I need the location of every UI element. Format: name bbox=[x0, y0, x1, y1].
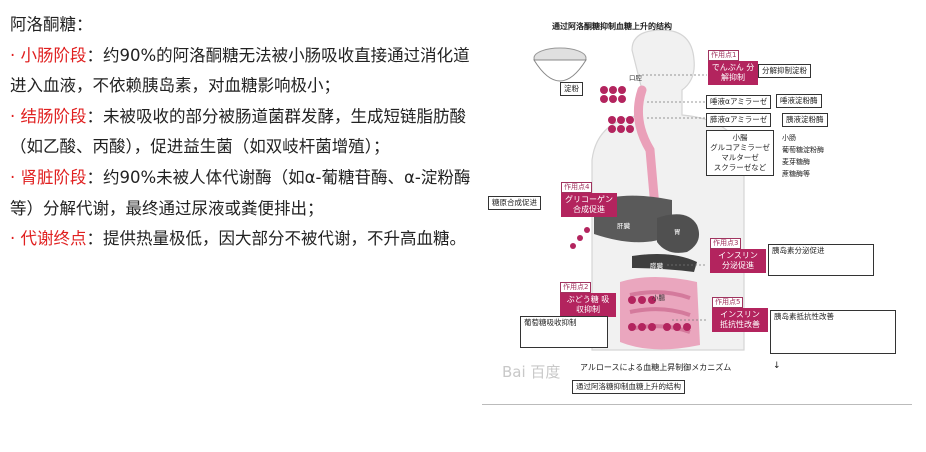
section-label: 代谢终点 bbox=[20, 229, 87, 249]
mechanism-figure: 通过阿洛酮糖抑制血糖上升的结构 口腔 肝臓 胃 膵臓 小腸 淀粉 作用点1 でん… bbox=[482, 20, 912, 405]
si-cn-0: 小肠 bbox=[782, 134, 796, 142]
section-label: 小肠阶段 bbox=[20, 45, 87, 65]
si-cn-3: 蔗糖酶等 bbox=[782, 170, 810, 178]
action-note-3: 胰岛素分泌促进 bbox=[768, 244, 874, 276]
body-outline bbox=[591, 29, 745, 351]
figure-title: 通过阿洛酮糖抑制血糖上升的结构 bbox=[552, 22, 672, 31]
action-note-2: 葡萄糖吸收抑制 bbox=[520, 316, 608, 348]
section-bullet: · bbox=[10, 167, 21, 187]
enzyme-cn-1: 唾液淀粉酶 bbox=[776, 94, 822, 108]
section-label: 结肠阶段 bbox=[20, 106, 87, 126]
section-kidney: · 肾脏阶段：约90%未被人体代谢酶（如α-葡糖苷酶、α-淀粉酶等）分解代谢，最… bbox=[10, 163, 472, 224]
small-intestine-enzymes-jp: 小腸 グルコアミラーゼ マルターゼ スクラーゼなど bbox=[706, 130, 774, 176]
action-note-1: 分解抑制淀粉 bbox=[758, 64, 811, 78]
enzyme-cn-2: 胰液淀粉酶 bbox=[782, 113, 828, 127]
starch-note: 淀粉 bbox=[560, 82, 583, 96]
section-text: ：未被吸收的部分被肠道菌群发酵，生成短链脂肪酸（如乙酸、丙酸），促进益生菌（如双… bbox=[10, 106, 466, 157]
section-endpoint: · 代谢终点：提供热量极低，因大部分不被代谢，不升高血糖。 bbox=[10, 224, 472, 255]
caption-jp: アルロースによる血糖上昇制御メカニズム bbox=[580, 363, 732, 372]
cursor-mark: ↓ bbox=[773, 361, 781, 371]
section-text: ：约90%未被人体代谢酶（如α-葡糖苷酶、α-淀粉酶等）分解代谢，最终通过尿液或… bbox=[10, 167, 471, 218]
rice-bowl bbox=[533, 59, 587, 82]
esophagus bbox=[633, 85, 662, 235]
section-text: ：提供热量极低，因大部分不被代谢，不升高血糖。 bbox=[86, 229, 467, 249]
intestine-label: 小腸 bbox=[652, 294, 665, 302]
article-heading: 阿洛酮糖： bbox=[10, 15, 93, 34]
action-box-5: インスリン 抵抗性改善 bbox=[712, 308, 768, 332]
action-note-5: 胰岛素抵抗性改善 bbox=[770, 310, 896, 354]
enzyme-jp-2: 膵液αアミラーゼ bbox=[706, 113, 772, 127]
action-tag-5: 作用点5 bbox=[712, 297, 744, 308]
article-text: 阿洛酮糖： · 小肠阶段：约90%的阿洛酮糖无法被小肠吸收直接通过消化道进入血液… bbox=[10, 10, 472, 255]
action-box-3: インスリン 分泌促進 bbox=[710, 249, 766, 273]
action-box-1: でんぷん 分解抑制 bbox=[708, 61, 758, 85]
section-bullet: · bbox=[10, 229, 21, 249]
watermark-logo: Bai 百度 bbox=[502, 363, 561, 381]
section-colon: · 结肠阶段：未被吸收的部分被肠道菌群发酵，生成短链脂肪酸（如乙酸、丙酸），促进… bbox=[10, 102, 472, 163]
si-jp-0: 小腸 bbox=[732, 133, 748, 142]
action-box-4: グリコーゲン 合成促進 bbox=[561, 193, 617, 217]
action-tag-3: 作用点3 bbox=[710, 238, 742, 249]
starch-dots bbox=[570, 86, 691, 331]
section-bullet: · bbox=[10, 45, 21, 65]
section-text: ：约90%的阿洛酮糖无法被小肠吸收直接通过消化道进入血液，不依赖胰岛素，对血糖影… bbox=[10, 45, 470, 96]
section-bullet: · bbox=[10, 106, 21, 126]
enzyme-jp-1: 唾液αアミラーゼ bbox=[706, 95, 772, 109]
action-tag-1: 作用点1 bbox=[708, 50, 740, 61]
action-note-4: 糖原合成促进 bbox=[488, 196, 541, 210]
action-tag-2: 作用点2 bbox=[560, 282, 592, 293]
liver-label: 肝臓 bbox=[617, 222, 630, 230]
caption-box: 通过阿洛糖抑制血糖上升的结构 bbox=[572, 380, 685, 394]
si-jp-3: スクラーゼなど bbox=[713, 163, 767, 172]
pancreas-label: 膵臓 bbox=[650, 262, 663, 270]
small-intestine-enzymes-cn: 小肠 葡萄糖淀粉酶 麦芽糖酶 蔗糖酶等 bbox=[782, 132, 824, 180]
si-jp-1: グルコアミラーゼ bbox=[710, 143, 770, 152]
stomach-label: 胃 bbox=[674, 228, 681, 236]
section-label: 肾脏阶段 bbox=[20, 167, 87, 187]
section-small-intestine: · 小肠阶段：约90%的阿洛酮糖无法被小肠吸收直接通过消化道进入血液，不依赖胰岛… bbox=[10, 41, 472, 102]
pancreas-shape bbox=[632, 254, 697, 272]
mouth-label: 口腔 bbox=[629, 74, 642, 82]
action-box-2: ぶどう糖 吸収抑制 bbox=[560, 293, 616, 317]
si-cn-2: 麦芽糖酶 bbox=[782, 158, 810, 166]
si-cn-1: 葡萄糖淀粉酶 bbox=[782, 146, 824, 154]
si-jp-2: マルターゼ bbox=[721, 153, 759, 162]
action-tag-4: 作用点4 bbox=[561, 182, 593, 193]
stomach-shape bbox=[657, 214, 700, 253]
